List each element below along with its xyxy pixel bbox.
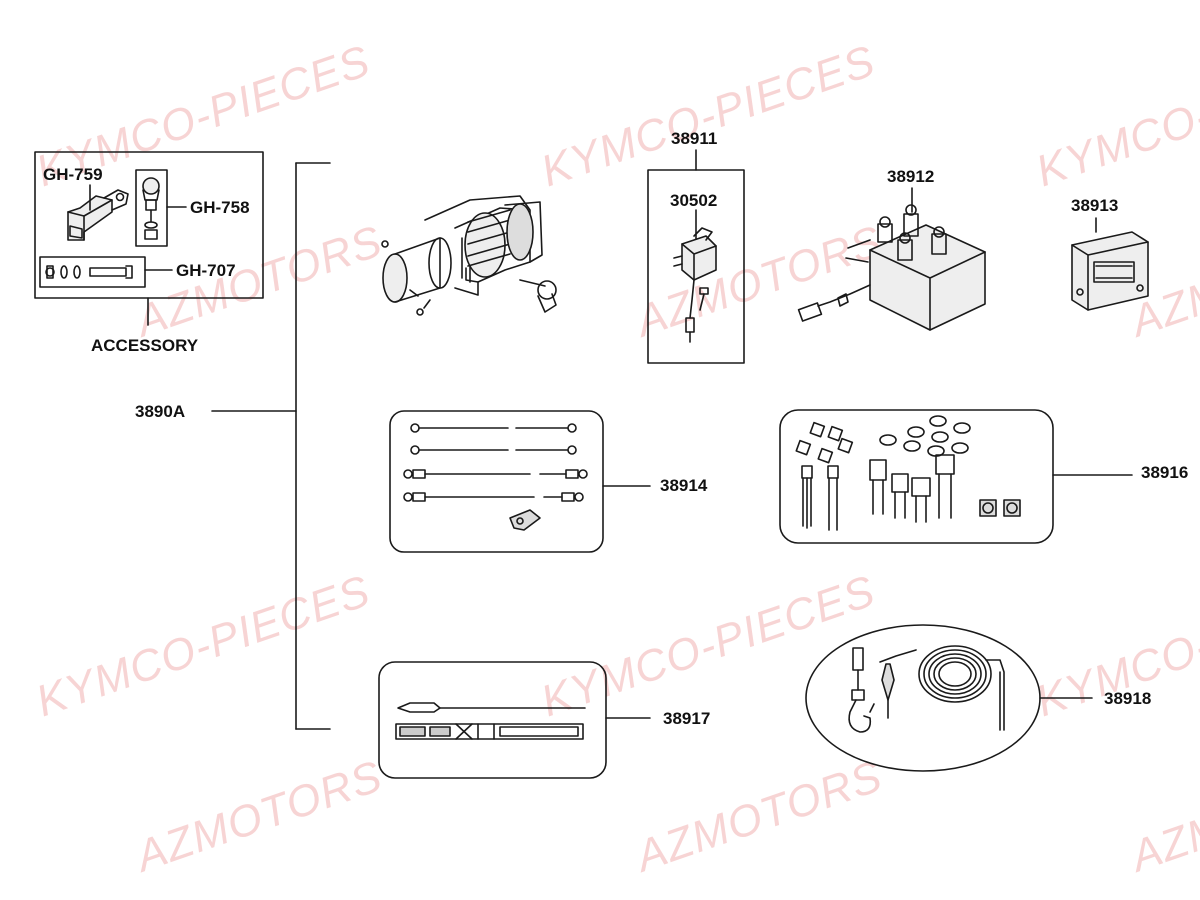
hardware-kit-part	[795, 415, 1021, 531]
label-accessory: ACCESSORY	[91, 336, 199, 355]
label-gh707: GH-707	[176, 261, 236, 280]
label-38916: 38916	[1141, 463, 1189, 482]
battery-cables-part	[403, 423, 588, 531]
accessory-box	[34, 151, 264, 299]
p38916-box	[779, 409, 1054, 544]
winch-rope-hook-part	[848, 645, 1005, 733]
label-38918: 38918	[1104, 689, 1152, 708]
label-30502: 30502	[670, 191, 718, 210]
hitch-pin-part	[45, 265, 133, 279]
label-gh759: GH-759	[43, 165, 103, 184]
p38917-box	[378, 661, 607, 779]
p38914-box	[389, 410, 604, 553]
p38918-ellipse	[805, 624, 1041, 772]
label-3890a: 3890A	[135, 402, 186, 421]
solenoid-part	[797, 204, 986, 331]
label-38914: 38914	[660, 476, 708, 495]
hitch-ball-frame	[135, 169, 168, 247]
rocker-switch-part	[673, 227, 717, 343]
hitch-pin-frame	[39, 256, 146, 288]
label-38911: 38911	[671, 129, 718, 148]
p38911-box	[647, 169, 745, 364]
winch-part	[381, 195, 557, 316]
roller-fairlead-part	[1071, 231, 1149, 311]
label-38912: 38912	[887, 167, 935, 186]
label-gh758: GH-758	[190, 198, 250, 217]
hitch-ball-part	[142, 177, 160, 240]
hitch-receiver-part	[67, 184, 129, 241]
decals-part	[395, 702, 586, 740]
label-38913: 38913	[1071, 196, 1119, 215]
label-38917: 38917	[663, 709, 711, 728]
